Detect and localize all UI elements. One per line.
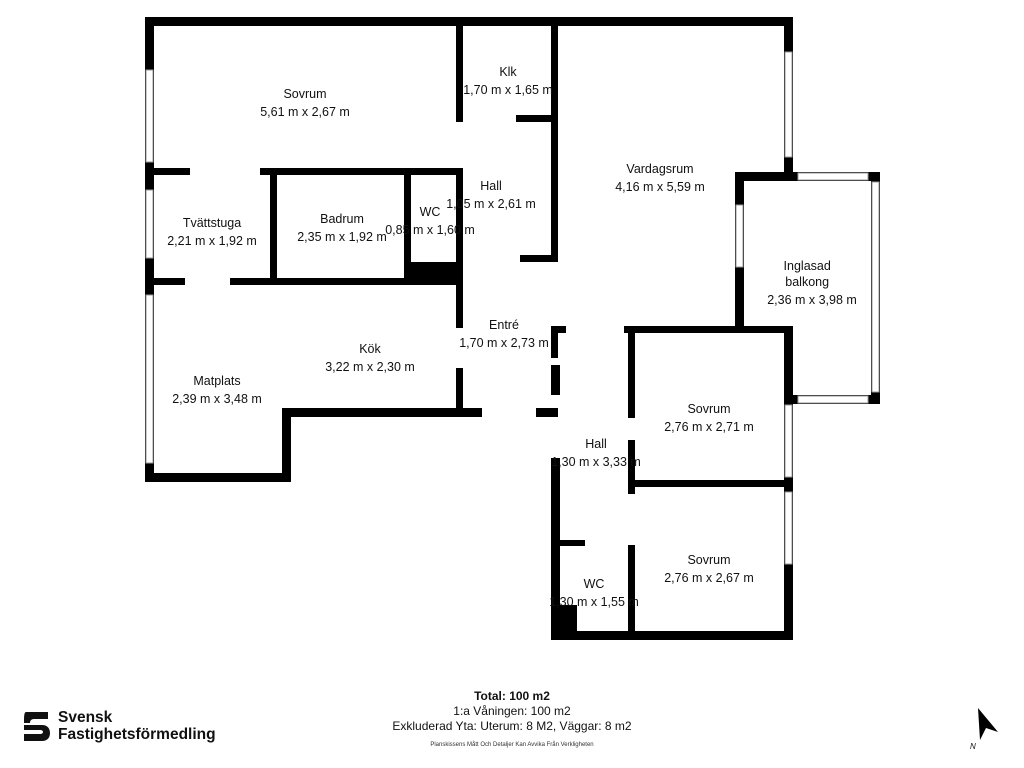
room-size: 1,05 m x 2,61 m	[446, 197, 536, 211]
room-entre: Entré 1,70 m x 2,73 m	[459, 316, 549, 352]
room-name: Tvättstuga	[182, 216, 242, 230]
room-wc-1: WC 0,85 m x 1,60 m	[385, 203, 475, 239]
brand-line-1: Svensk	[58, 709, 113, 726]
room-hall-2: Hall 1,30 m x 3,33 m	[551, 435, 641, 471]
room-name: Badrum	[320, 212, 364, 226]
room-name: Kök	[359, 342, 381, 356]
brand-line-2: Fastighetsförmedling	[58, 726, 216, 743]
disclaimer: Planskissens Mått Och Detaljer Kan Avvik…	[430, 742, 594, 748]
room-size: 4,16 m x 5,59 m	[615, 180, 705, 194]
room-size: 2,35 m x 1,92 m	[297, 230, 387, 244]
room-vardagsrum: Vardagsrum 4,16 m x 5,59 m	[615, 160, 705, 196]
room-inglasad-balkong: Inglasad balkong 2,36 m x 3,98 m	[767, 258, 857, 308]
room-size: 1,30 m x 1,55 m	[549, 595, 639, 609]
room-sovrum-2: Sovrum 2,76 m x 2,71 m	[664, 400, 754, 436]
room-name: Hall	[585, 437, 607, 451]
room-name: Inglasad balkong	[783, 259, 831, 289]
room-name: Sovrum	[687, 402, 731, 416]
room-matplats: Matplats 2,39 m x 3,48 m	[172, 372, 262, 408]
brand-mark-icon	[24, 712, 50, 741]
room-klk: Klk 1,70 m x 1,65 m	[463, 63, 553, 99]
room-tvattstuga: Tvättstuga 2,21 m x 1,92 m	[167, 214, 257, 250]
north-arrow-icon: N	[968, 706, 1002, 759]
room-name: Vardagsrum	[626, 162, 694, 176]
floor-area: 1:a Våningen: 100 m2	[453, 704, 571, 718]
room-badrum: Badrum 2,35 m x 1,92 m	[297, 210, 387, 246]
room-name: Matplats	[193, 374, 241, 388]
room-size: 1,70 m x 1,65 m	[463, 83, 553, 97]
room-size: 3,22 m x 2,30 m	[325, 360, 415, 374]
brand-name: Svensk Fastighetsförmedling	[58, 709, 216, 743]
total-area: Total: 100 m2	[474, 689, 550, 703]
room-name: WC	[583, 577, 605, 591]
excluded-area: Exkluderad Yta: Uterum: 8 M2, Väggar: 8 …	[392, 719, 632, 733]
door-openings	[185, 114, 636, 547]
room-size: 2,36 m x 3,98 m	[767, 293, 857, 307]
room-kok: Kök 3,22 m x 2,30 m	[325, 340, 415, 376]
room-name: Sovrum	[687, 553, 731, 567]
room-size: 2,76 m x 2,67 m	[664, 571, 754, 585]
room-name: WC	[419, 205, 441, 219]
room-size: 2,76 m x 2,71 m	[664, 420, 754, 434]
room-size: 2,39 m x 3,48 m	[172, 392, 262, 406]
room-wc-2: WC 1,30 m x 1,55 m	[549, 575, 639, 611]
room-hall-1: Hall 1,05 m x 2,61 m	[446, 177, 536, 213]
room-size: 2,21 m x 1,92 m	[167, 234, 257, 248]
room-size: 5,61 m x 2,67 m	[260, 105, 350, 119]
room-name: Hall	[480, 179, 502, 193]
windows	[145, 51, 880, 565]
room-size: 1,70 m x 2,73 m	[459, 336, 549, 350]
room-size: 0,85 m x 1,60 m	[385, 223, 475, 237]
room-sovrum-3: Sovrum 2,76 m x 2,67 m	[664, 551, 754, 587]
room-sovrum-1: Sovrum 5,61 m x 2,67 m	[260, 85, 350, 121]
brand-logo: Svensk Fastighetsförmedling	[22, 709, 216, 743]
north-label: N	[970, 742, 976, 751]
room-name: Klk	[499, 65, 517, 79]
room-size: 1,30 m x 3,33 m	[551, 455, 641, 469]
room-name: Entré	[489, 318, 519, 332]
room-name: Sovrum	[283, 87, 327, 101]
